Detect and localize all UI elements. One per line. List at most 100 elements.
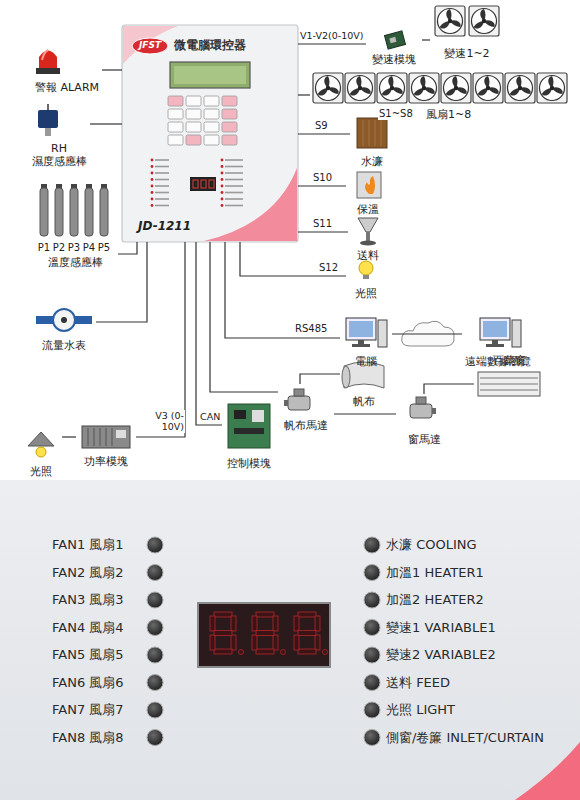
curtain-motor [288,396,310,410]
exhaust-fan-row [473,73,503,103]
node-text: 風扇1~8 [426,108,471,121]
exhaust-fan-row [345,73,375,103]
power-module [116,430,126,438]
panel-leds [147,537,380,746]
node-text: 電腦 [355,355,377,368]
panel-led [364,675,380,691]
exhaust-fan-row [537,73,567,103]
display-segment [252,635,257,650]
node-text: 水濂 [361,155,383,168]
panel-led [364,537,380,553]
wire [240,242,346,276]
heater-icon [365,176,375,194]
node-text: P3 [66,242,82,254]
controller-housing [122,25,298,242]
panel-led [364,647,380,663]
feeder-icon [366,232,370,241]
node-text: 流量水表 [42,339,86,352]
indicator-mark [155,205,169,207]
wire [334,413,396,414]
exhaust-fan-row [505,73,535,103]
controller-housing [170,62,250,88]
wire [298,43,366,44]
display-segment [273,635,278,650]
wire [298,133,350,134]
wire [298,185,346,186]
device-node: 電腦 [340,316,392,368]
panel-led [147,675,163,691]
indicator-led [151,185,154,188]
computer-icon [349,321,373,337]
display-dot [281,650,286,655]
controller-box: JFST微電腦環控器JD-1211 [122,25,298,242]
speed-module-icon [384,31,405,49]
led-label: FAN5 風扇5 [52,647,124,663]
mini-digit [209,180,214,188]
mini-digit [201,180,206,188]
variable-speed-fan [435,6,499,36]
display-segment [294,635,299,650]
computer-icon [352,344,370,347]
feeder-icon [360,241,376,246]
indicator-led [221,159,224,162]
device-node: 光照 [20,428,62,478]
device-node: 保溫 [346,170,390,216]
wire [422,39,430,40]
remote-computer-icon [512,320,521,347]
indicator-mark [225,172,243,174]
device-node: P1P2P3P4P5溫度感應棒 [32,182,118,272]
humidity-sensor [45,128,51,136]
indicator-led [221,178,224,181]
led-label: FAN3 風扇3 [52,592,124,608]
wire [298,231,348,232]
node-text: 溫度感應棒 [32,256,118,269]
window-motor [432,408,436,414]
signal-label: S11 [312,218,333,230]
panel-led [364,730,380,746]
wire [210,242,278,392]
display-segment [252,616,257,631]
temperature-sensor [70,188,78,236]
node-text: P5 [96,242,112,254]
keypad-key [186,109,201,119]
indicator-led [151,191,154,194]
indicator-mark [225,185,243,187]
signal-label: S9 [314,120,329,132]
led-label: 送料 FEED [386,675,450,691]
panel-led [147,702,163,718]
wire [392,333,462,334]
indicator-mark [155,179,169,181]
device-node: 變速模塊 [366,30,422,66]
remote-computer-icon [486,344,504,347]
controller-housing [123,26,178,64]
indicator-mark [225,205,243,207]
panel-led [147,620,163,636]
node-text: JD-1211 [138,219,191,233]
display-segment [273,616,278,631]
control-board [228,404,270,448]
device-node: 百葉窗 [474,354,544,398]
heater-icon [357,172,381,198]
led-label: 變速2 VARIABLE2 [386,647,496,663]
controller-housing [122,25,298,242]
humidity-sensor [38,104,58,136]
front-panel [515,742,580,800]
alarm-light [36,68,60,74]
wire [118,242,137,254]
display-segment [214,612,232,617]
panel-led [364,620,380,636]
device-node: 帆布馬達 [278,384,334,432]
indicator-mark [155,166,169,168]
keypad [168,96,237,145]
led-label: FAN2 風扇2 [52,565,124,581]
cooling-pad [357,118,387,148]
display-segment [231,616,236,631]
remote-computer-icon [480,318,510,340]
signal-label: S12 [318,262,339,274]
background [0,0,580,480]
water-meter [61,317,67,323]
panel-led [147,730,163,746]
indicator-led [151,198,154,201]
